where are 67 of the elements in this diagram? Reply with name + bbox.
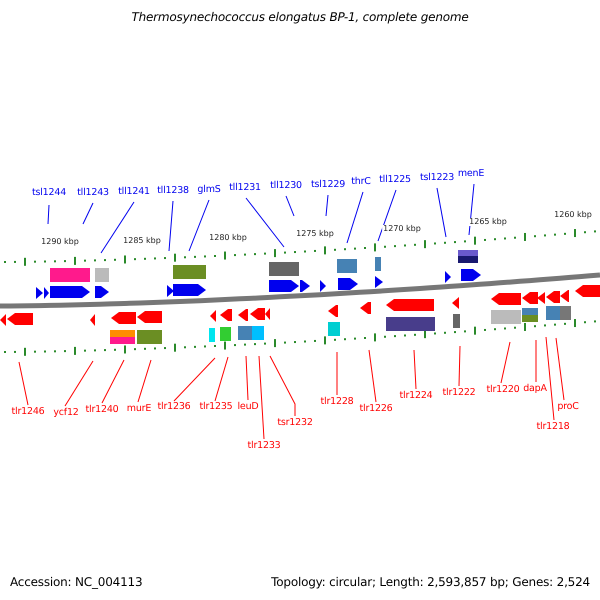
scale-label: 1265 kbp xyxy=(468,218,508,226)
leader-line xyxy=(258,356,264,440)
leader-line xyxy=(368,350,376,402)
gene-label: tsl1223 xyxy=(420,173,454,182)
leader-line xyxy=(246,356,248,400)
leader-line xyxy=(468,184,474,236)
gene-label: dapA xyxy=(523,384,547,394)
gene-label: tlr1224 xyxy=(399,391,433,400)
gene-label: tll1225 xyxy=(379,175,411,184)
scale-label: 1290 kbp xyxy=(40,238,80,246)
leader-line xyxy=(188,200,210,252)
leader-line xyxy=(48,204,50,224)
gene-label: tlr1236 xyxy=(157,402,191,412)
leader-line xyxy=(214,356,228,402)
gene-label: tlr1240 xyxy=(85,405,119,414)
scale-label: 1275 kbp xyxy=(295,230,335,238)
leader-line xyxy=(546,336,554,420)
leader-line xyxy=(82,202,94,224)
gene-label: leuD xyxy=(237,402,259,412)
leader-line xyxy=(246,198,284,248)
gene-label: tlr1235 xyxy=(199,402,233,412)
gene-label: tll1241 xyxy=(118,187,150,196)
leader-line xyxy=(100,202,134,254)
gene-label: tsl1244 xyxy=(32,188,66,198)
leader-line xyxy=(346,192,364,244)
leader-line xyxy=(414,350,416,390)
gene-label: tlr1222 xyxy=(442,388,476,398)
gene-label: tlr1246 xyxy=(11,407,45,416)
leader-line xyxy=(378,190,396,242)
gene-label: tlr1228 xyxy=(320,397,354,406)
leader-line xyxy=(270,356,296,416)
leader-line xyxy=(326,194,328,216)
leader-line xyxy=(174,358,216,402)
gene-label: menE xyxy=(458,169,484,178)
leader-line xyxy=(138,360,152,402)
diagram-title: Thermosynechococcus elongatus BP-1, complete genome xyxy=(131,11,469,23)
scale-label: 1280 kbp xyxy=(208,234,248,242)
gene-label: tlr1220 xyxy=(486,385,520,394)
gene-label: tsr1232 xyxy=(277,418,313,428)
scale-label: 1260 kbp xyxy=(553,211,593,219)
gene-label: tll1230 xyxy=(270,181,302,190)
scale-label: 1285 kbp xyxy=(122,237,162,245)
gene-label: tlr1233 xyxy=(247,441,281,450)
gene-label: tll1238 xyxy=(157,186,189,196)
footer-text: Topology: circular; Length: 2,593,857 bp; Genes: 2,524 xyxy=(271,576,590,588)
leader-line xyxy=(168,200,174,252)
gene-label: murE xyxy=(126,404,152,414)
footer-text: Accession: NC_004113 xyxy=(10,576,142,588)
leader-line xyxy=(556,338,564,400)
gene-label: ycf12 xyxy=(53,408,79,418)
leader-line xyxy=(436,188,446,238)
gene-label: tlr1218 xyxy=(536,422,570,432)
leader-line xyxy=(286,196,294,216)
gene-label: tlr1226 xyxy=(359,404,393,414)
leader-line xyxy=(18,362,28,406)
leader-line xyxy=(500,342,510,384)
scale-label: 1270 kbp xyxy=(382,225,422,233)
gene-label: glmS xyxy=(197,185,221,194)
leader-line xyxy=(458,346,460,386)
gene-label: tsl1229 xyxy=(310,180,346,190)
leader-line xyxy=(336,352,338,396)
gene-label: proC xyxy=(557,402,579,412)
gene-label: thrC xyxy=(351,177,371,186)
leader-line xyxy=(102,360,124,404)
gene-label: tll1231 xyxy=(229,183,261,192)
leader-line xyxy=(64,360,94,406)
gene-label: tll1243 xyxy=(77,188,109,198)
